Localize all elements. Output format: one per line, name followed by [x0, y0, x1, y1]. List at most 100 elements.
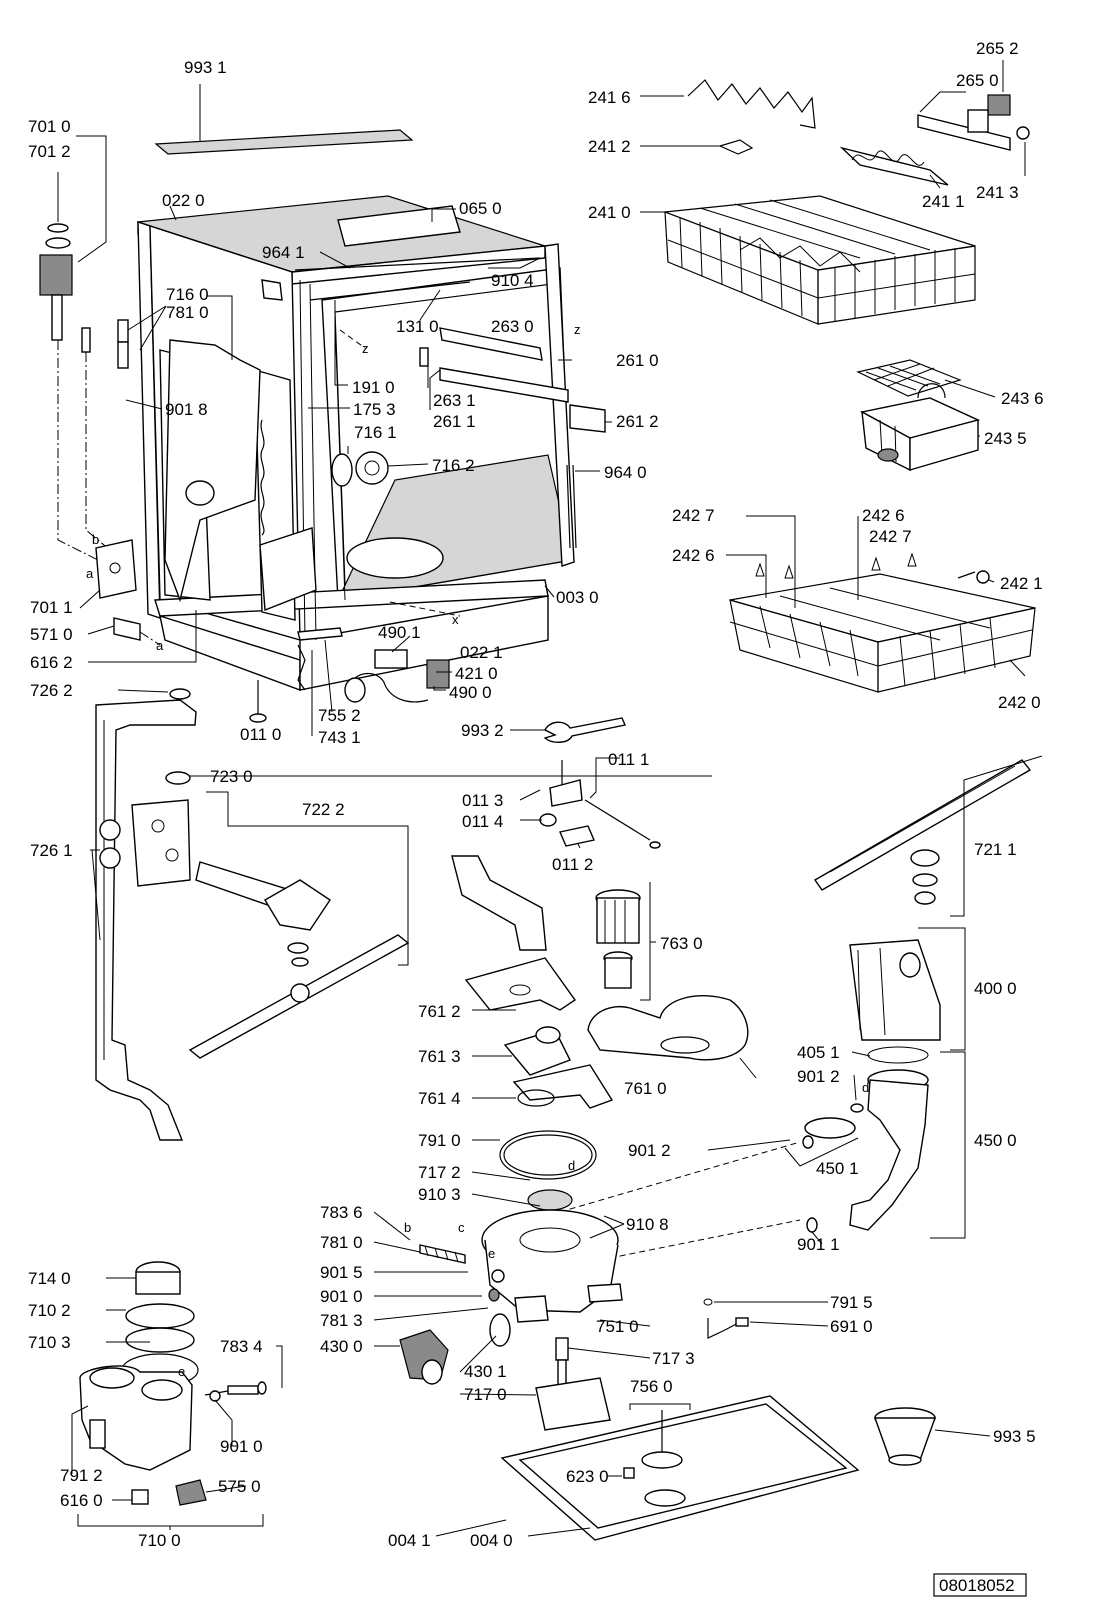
label-242-0: 242 0 — [998, 693, 1041, 712]
label-004-0: 004 0 — [470, 1531, 513, 1550]
label-430-1: 430 1 — [464, 1362, 507, 1381]
label-131-0: 131 0 — [396, 317, 439, 336]
label-717-0: 717 0 — [464, 1385, 507, 1404]
label-751-0: 751 0 — [596, 1317, 639, 1336]
label-261-1: 261 1 — [433, 412, 476, 431]
label-011-3: 011 3 — [462, 791, 503, 810]
letter-x-1: x — [452, 612, 459, 627]
label-781-0-b: 781 0 — [320, 1233, 363, 1252]
label-003-0: 003 0 — [556, 588, 599, 607]
letter-e-2: e — [488, 1246, 495, 1261]
label-783-4: 783 4 — [220, 1337, 263, 1356]
letter-d-2: d — [862, 1080, 869, 1095]
label-723-0: 723 0 — [210, 767, 253, 786]
label-011-0: 011 0 — [240, 725, 281, 744]
label-450-0: 450 0 — [974, 1131, 1017, 1150]
label-430-0: 430 0 — [320, 1337, 363, 1356]
label-910-4: 910 4 — [491, 271, 534, 290]
label-781-3: 781 3 — [320, 1311, 363, 1330]
label-726-1: 726 1 — [30, 841, 73, 860]
label-964-0: 964 0 — [604, 463, 647, 482]
label-964-1: 964 1 — [262, 243, 305, 262]
label-450-1: 450 1 — [816, 1159, 859, 1178]
upper-basket-241 — [664, 79, 1030, 325]
label-761-4: 761 4 — [418, 1089, 461, 1108]
label-265-0: 265 0 — [956, 71, 999, 90]
label-761-3: 761 3 — [418, 1047, 461, 1066]
label-241-6: 241 6 — [588, 88, 631, 107]
label-575-0: 575 0 — [218, 1477, 261, 1496]
label-490-1: 490 1 — [378, 623, 421, 642]
label-616-2: 616 2 — [30, 653, 73, 672]
label-400-0: 400 0 — [974, 979, 1017, 998]
label-263-0: 263 0 — [491, 317, 534, 336]
valve-701 — [39, 223, 161, 646]
lower-basket-242 — [729, 552, 1036, 693]
label-721-1: 721 1 — [974, 840, 1017, 859]
label-011-2: 011 2 — [552, 855, 593, 874]
label-910-3: 910 3 — [418, 1185, 461, 1204]
label-993-2: 993 2 — [461, 721, 504, 740]
label-261-0: 261 0 — [616, 351, 659, 370]
label-714-0: 714 0 — [28, 1269, 71, 1288]
label-901-5: 901 5 — [320, 1263, 363, 1282]
label-701-0: 701 0 — [28, 117, 71, 136]
filter-763 — [595, 889, 641, 989]
label-756-0: 756 0 — [630, 1377, 673, 1396]
leader-lines — [57, 60, 1043, 1537]
label-701-1: 701 1 — [30, 598, 73, 617]
label-011-4: 011 4 — [462, 812, 503, 831]
letter-b-2: b — [404, 1220, 411, 1235]
cabinet-frame — [137, 195, 606, 723]
label-022-1: 022 1 — [460, 643, 503, 662]
label-242-6-left: 242 6 — [672, 546, 715, 565]
label-241-3: 241 3 — [976, 183, 1019, 202]
label-901-0: 901 0 — [320, 1287, 363, 1306]
letter-d-1: d — [568, 1158, 575, 1173]
label-242-7-left: 242 7 — [672, 506, 715, 525]
label-910-8: 910 8 — [626, 1215, 669, 1234]
label-755-2: 755 2 — [318, 706, 361, 725]
document-code: 08018052 — [939, 1576, 1015, 1595]
label-022-0: 022 0 — [162, 191, 205, 210]
label-722-2: 722 2 — [302, 800, 345, 819]
label-571-0: 571 0 — [30, 625, 73, 644]
label-761-2: 761 2 — [418, 1002, 461, 1021]
label-791-5: 791 5 — [830, 1293, 873, 1312]
cutlery-basket-243 — [856, 359, 981, 472]
label-265-2: 265 2 — [976, 39, 1019, 58]
label-901-8: 901 8 — [165, 400, 208, 419]
label-901-2-b: 901 2 — [628, 1141, 671, 1160]
label-717-2: 717 2 — [418, 1163, 461, 1182]
sensor-691 — [703, 1298, 749, 1339]
funnel-993-5 — [874, 1407, 936, 1466]
label-191-0: 191 0 — [352, 378, 395, 397]
spray-arm-upper-722 — [131, 771, 410, 1059]
label-261-2: 261 2 — [616, 412, 659, 431]
label-011-1: 011 1 — [608, 750, 649, 769]
label-241-0: 241 0 — [588, 203, 631, 222]
label-783-6: 783 6 — [320, 1203, 363, 1222]
part-labels: 993 1 701 0 701 2 022 0 065 0 964 1 716 … — [28, 39, 1044, 1550]
label-763-0: 763 0 — [660, 934, 703, 953]
letter-c-1: c — [458, 1220, 465, 1235]
letter-e-1: e — [178, 1364, 185, 1379]
label-701-2: 701 2 — [28, 142, 71, 161]
label-743-1: 743 1 — [318, 728, 361, 747]
label-691-0: 691 0 — [830, 1317, 873, 1336]
sump-751 — [419, 1130, 623, 1323]
label-901-0-b: 901 0 — [220, 1437, 263, 1456]
label-761-0: 761 0 — [624, 1079, 667, 1098]
base-tray-756 — [500, 1395, 860, 1541]
label-242-7-right: 242 7 — [869, 527, 912, 546]
label-791-2: 791 2 — [60, 1466, 103, 1485]
label-243-6: 243 6 — [1001, 389, 1044, 408]
document-code-box — [933, 1573, 1027, 1597]
label-490-0: 490 0 — [449, 683, 492, 702]
label-901-2-a: 901 2 — [797, 1067, 840, 1086]
label-710-3: 710 3 — [28, 1333, 71, 1352]
label-623-0: 623 0 — [566, 1467, 609, 1486]
label-710-2: 710 2 — [28, 1301, 71, 1320]
label-781-0: 781 0 — [166, 303, 209, 322]
plate-993-1 — [154, 129, 414, 155]
